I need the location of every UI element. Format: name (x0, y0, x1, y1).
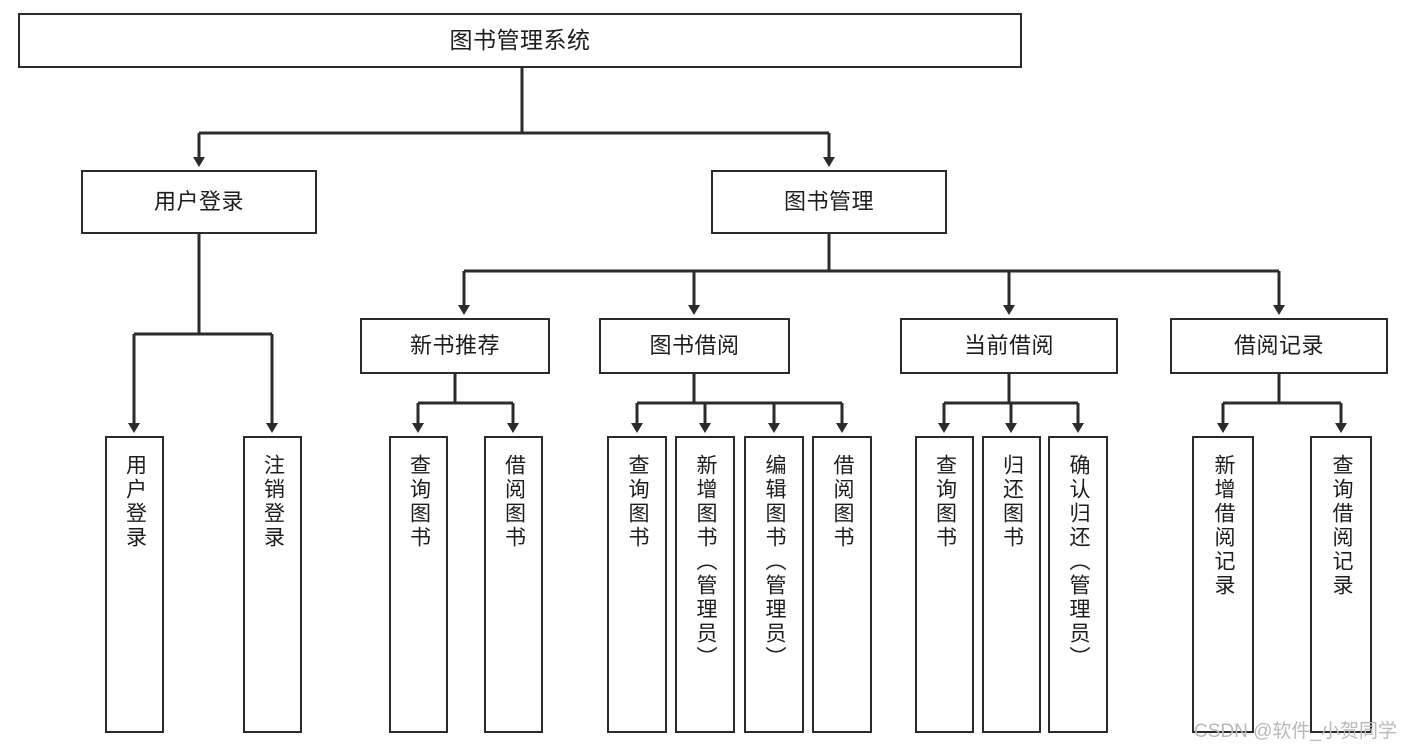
node-borrow-record[interactable]: 借阅记录 (1170, 318, 1388, 374)
leaf-label: 注销登录 (261, 454, 285, 550)
node-current-borrow[interactable]: 当前借阅 (900, 318, 1118, 374)
node-book-management[interactable]: 图书管理 (711, 170, 947, 234)
node-new-book-recommend[interactable]: 新书推荐 (360, 318, 550, 374)
node-label: 借阅记录 (1233, 333, 1324, 359)
leaf-bb-edit-book-admin[interactable]: 编辑图书（管理员） (744, 436, 804, 733)
leaf-label: 归还图书 (1000, 454, 1024, 550)
leaf-cb-return-book[interactable]: 归还图书 (982, 436, 1041, 733)
leaf-bb-add-book-admin[interactable]: 新增图书（管理员） (675, 436, 735, 733)
leaf-label: 借阅图书 (831, 454, 855, 550)
node-label: 用户登录 (153, 189, 244, 215)
leaf-label: 借阅图书 (502, 454, 526, 550)
leaf-label: 确认归还（管理员） (1067, 454, 1091, 670)
node-label: 新书推荐 (409, 333, 500, 359)
leaf-label: 查询借阅记录 (1330, 454, 1354, 598)
leaf-user-login[interactable]: 用户登录 (105, 436, 164, 733)
leaf-br-query-record[interactable]: 查询借阅记录 (1310, 436, 1372, 733)
leaf-label: 新增图书（管理员） (694, 454, 718, 670)
leaf-bb-query-book[interactable]: 查询图书 (607, 436, 667, 733)
leaf-br-add-record[interactable]: 新增借阅记录 (1192, 436, 1254, 733)
leaf-label: 用户登录 (123, 454, 147, 550)
leaf-label: 查询图书 (407, 454, 431, 550)
leaf-logout[interactable]: 注销登录 (243, 436, 302, 733)
leaf-label: 查询图书 (626, 454, 650, 550)
node-label: 当前借阅 (963, 333, 1054, 359)
csdn-watermark: CSDN @软件_小贺同学 (1194, 721, 1397, 742)
leaf-bb-borrow-book[interactable]: 借阅图书 (812, 436, 872, 733)
leaf-nb-borrow-book[interactable]: 借阅图书 (484, 436, 543, 733)
leaf-label: 新增借阅记录 (1212, 454, 1236, 598)
leaf-label: 编辑图书（管理员） (763, 454, 787, 670)
leaf-cb-query-book[interactable]: 查询图书 (915, 436, 974, 733)
node-book-borrow[interactable]: 图书借阅 (599, 318, 790, 374)
leaf-nb-query-book[interactable]: 查询图书 (389, 436, 448, 733)
leaf-label: 查询图书 (933, 454, 957, 550)
node-label: 图书借阅 (649, 333, 740, 359)
leaf-cb-confirm-return-admin[interactable]: 确认归还（管理员） (1048, 436, 1108, 733)
node-root-book-management-system[interactable]: 图书管理系统 (18, 13, 1022, 68)
node-user-login[interactable]: 用户登录 (81, 170, 317, 234)
node-label: 图书管理系统 (449, 27, 591, 54)
node-label: 图书管理 (783, 189, 874, 215)
